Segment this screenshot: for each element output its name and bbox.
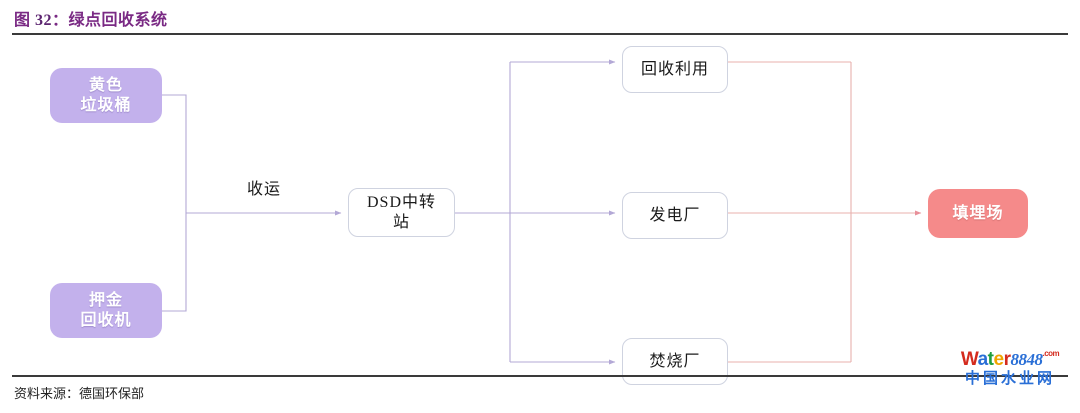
source-note: 资料来源：德国环保部	[14, 386, 145, 401]
node-yellow-bin-line2: 垃圾桶	[80, 96, 132, 114]
watermark-dotcom: .com	[1042, 349, 1060, 358]
node-deposit-rvm-line2: 回收机	[80, 311, 132, 329]
node-landfill[interactable]: 填埋场	[928, 189, 1028, 238]
node-recycling-reuse[interactable]: 回收利用	[622, 46, 728, 93]
edge-dsd-to-branches	[455, 59, 616, 365]
node-dsd-line1: DSD中转	[366, 193, 436, 211]
edge-bins-to-dsd	[162, 94, 342, 312]
node-dsd-label: DSD中转 站	[367, 193, 436, 233]
watermark-letter-e: e	[993, 349, 1004, 370]
edge-branches-to-landfill	[728, 61, 922, 363]
node-landfill-label: 填埋场	[952, 204, 1004, 222]
title-divider	[12, 33, 1068, 35]
node-deposit-recycling-machine-label: 押金 回收机	[80, 291, 131, 331]
watermark-letter-w: W	[960, 349, 978, 370]
figure-title-prefix: 图	[14, 12, 31, 29]
figure-title-text: 绿点回收系统	[68, 12, 168, 29]
node-incineration-plant-label: 焚烧厂	[649, 352, 701, 370]
watermark-wordmark: Water8848.com	[948, 349, 1072, 370]
node-dsd-line2: 站	[392, 213, 410, 231]
node-dsd-transfer-station[interactable]: DSD中转 站	[348, 188, 455, 237]
watermark-letter-r: r	[1003, 349, 1011, 370]
node-power-plant[interactable]: 发电厂	[622, 192, 728, 239]
node-deposit-recycling-machine[interactable]: 押金 回收机	[50, 283, 162, 338]
node-incineration-plant[interactable]: 焚烧厂	[622, 338, 728, 385]
watermark-chinese-name: 中国水业网	[964, 370, 1055, 387]
node-power-plant-label: 发电厂	[649, 206, 701, 224]
figure-title-number: 32	[35, 12, 53, 29]
node-yellow-bin-label: 黄色 垃圾桶	[80, 76, 131, 116]
node-yellow-bin-line1: 黄色	[88, 76, 123, 94]
watermark-logo: Water8848.com 中国水业网	[948, 349, 1072, 387]
page-title: 图 32：绿点回收系统	[14, 6, 168, 30]
node-recycling-reuse-label: 回收利用	[640, 60, 709, 78]
watermark-letter-t: t	[987, 349, 994, 370]
node-deposit-rvm-line1: 押金	[88, 291, 123, 309]
node-yellow-bin[interactable]: 黄色 垃圾桶	[50, 68, 162, 123]
edge-label-collect: 收运	[247, 181, 282, 198]
footer-divider	[12, 375, 1068, 377]
figure-title-separator: ：	[52, 12, 69, 29]
watermark-number: 8848	[1010, 350, 1043, 369]
watermark-letter-a: a	[977, 349, 989, 370]
